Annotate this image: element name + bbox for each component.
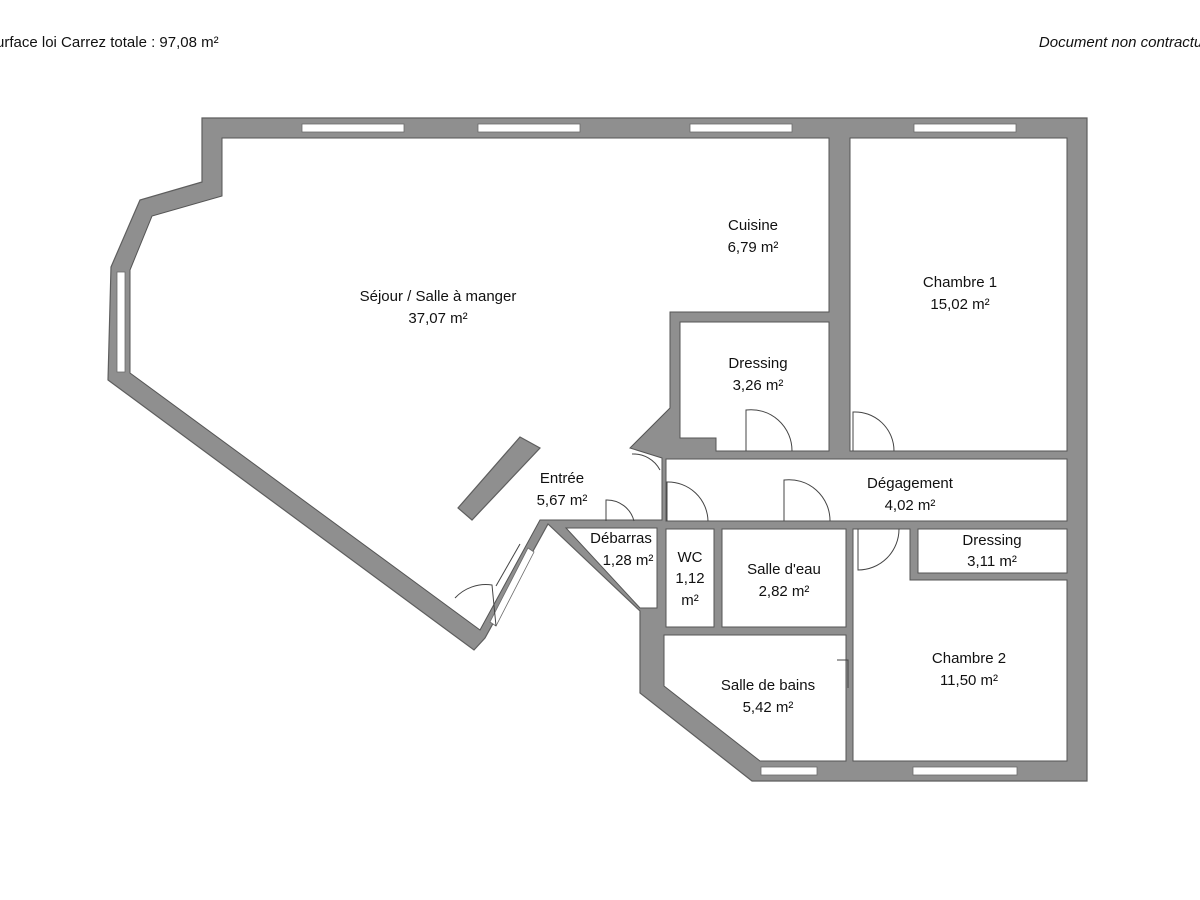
total-area-label: Surface loi Carrez totale : 97,08 m² [0,34,219,51]
label-entree-name: Entrée [540,470,584,487]
label-degagement-name: Dégagement [867,475,954,492]
label-chambre2-name: Chambre 2 [932,650,1006,667]
entry-partition-wall [457,436,541,521]
label-chambre2-area: 11,50 m² [940,672,998,689]
label-dressing2-name: Dressing [962,532,1021,549]
label-cuisine-area: 6,79 m² [728,239,779,256]
label-salle-bains-area: 5,42 m² [743,699,794,716]
label-sejour-area: 37,07 m² [408,310,467,327]
room-degagement [665,458,1068,522]
label-entree-area: 5,67 m² [537,492,588,509]
room-dressing-2 [917,528,1068,574]
room-debarras [564,527,658,609]
label-salle-eau-area: 2,82 m² [759,583,810,600]
label-wc-area1: 1,12 [675,570,704,587]
room-salle-bains [663,634,847,762]
label-sejour-name: Séjour / Salle à manger [360,288,517,305]
room-chambre-1 [849,137,1068,452]
label-dressing2-area: 3,11 m² [967,553,1017,570]
label-debarras-area: 1,28 m² [603,552,654,569]
label-salle-bains-name: Salle de bains [721,677,815,694]
room-wc [665,528,715,628]
label-cuisine-name: Cuisine [728,217,778,234]
room-salle-eau [721,528,847,628]
label-wc-area2: m² [681,592,699,609]
label-chambre1-name: Chambre 1 [923,274,997,291]
label-degagement-area: 4,02 m² [885,497,936,514]
label-debarras-name: Débarras [590,530,652,547]
label-dressing1-area: 3,26 m² [733,377,784,394]
room-dressing-1 [679,321,830,452]
room-chambre-2 [852,528,1068,762]
label-wc-name: WC [678,549,703,566]
disclaimer-label: Document non contractuel [1038,34,1200,51]
label-dressing1-name: Dressing [728,355,787,372]
door-swings [454,409,900,688]
label-salle-eau-name: Salle d'eau [747,561,821,578]
room-sejour [129,137,830,631]
label-chambre1-area: 15,02 m² [930,296,989,313]
windows [116,123,1018,776]
